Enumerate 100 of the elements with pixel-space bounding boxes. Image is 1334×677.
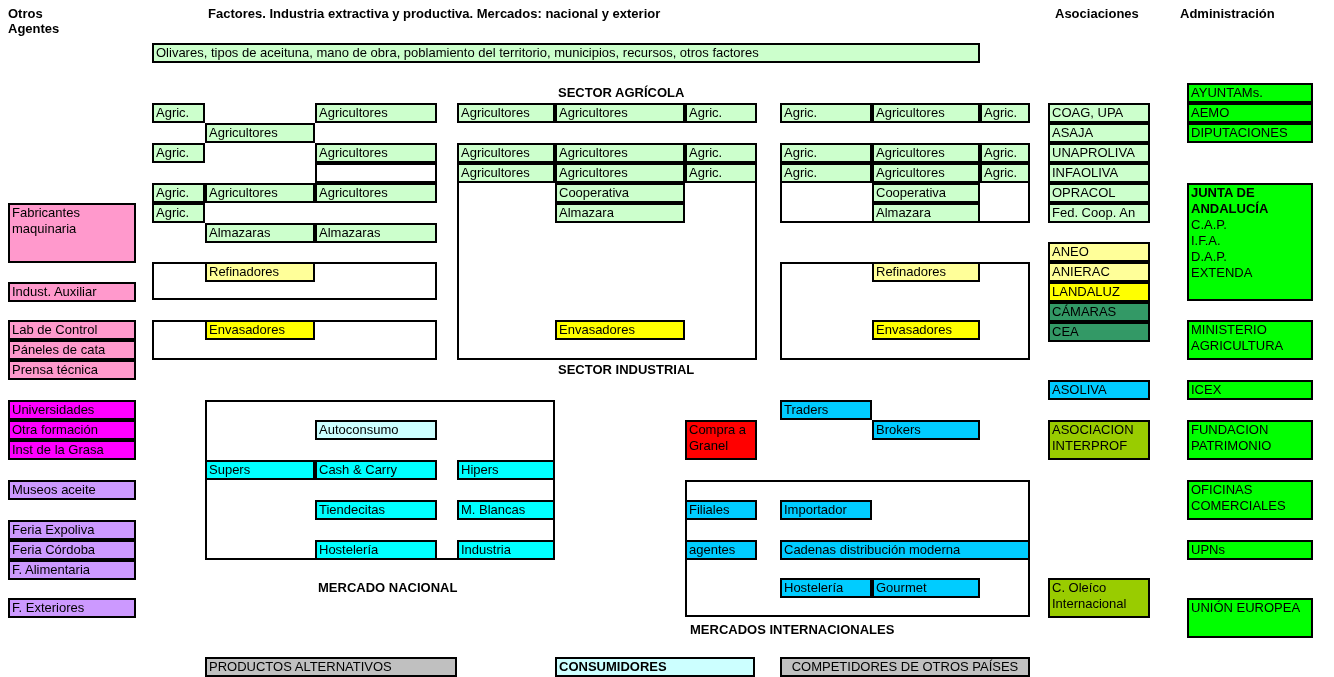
category-box: Otra formación bbox=[8, 420, 136, 440]
category-box: Agric. bbox=[780, 103, 872, 123]
category-box: Feria Expoliva bbox=[8, 520, 136, 540]
category-box: Inst de la Grasa bbox=[8, 440, 136, 460]
category-box: Envasadores bbox=[205, 320, 315, 340]
category-box: CONSUMIDORES bbox=[555, 657, 755, 677]
category-box: ANIERAC bbox=[1048, 262, 1150, 282]
category-box: M. Blancas bbox=[457, 500, 555, 520]
category-box: OPRACOL bbox=[1048, 183, 1150, 203]
category-box: Agric. bbox=[980, 103, 1030, 123]
category-box: UPNs bbox=[1187, 540, 1313, 560]
category-box: Agricultores bbox=[457, 103, 555, 123]
box-text: D.A.P. bbox=[1191, 249, 1228, 265]
category-box: Envasadores bbox=[872, 320, 980, 340]
category-box: F. Alimentaria bbox=[8, 560, 136, 580]
category-box: AEMO bbox=[1187, 103, 1313, 123]
category-box: Almazaras bbox=[205, 223, 315, 243]
category-box: DIPUTACIONES bbox=[1187, 123, 1313, 143]
category-box: Hostelería bbox=[780, 578, 872, 598]
column-heading: Asociaciones bbox=[1055, 6, 1139, 21]
category-box: Fabricantes maquinaria bbox=[8, 203, 136, 263]
category-box: Museos aceite bbox=[8, 480, 136, 500]
category-box: Agric. bbox=[780, 143, 872, 163]
category-box: FUNDACION PATRIMONIO bbox=[1187, 420, 1313, 460]
category-box: LANDALUZ bbox=[1048, 282, 1150, 302]
category-box: UNIÓN EUROPEA bbox=[1187, 598, 1313, 638]
section-title: SECTOR AGRÍCOLA bbox=[558, 85, 685, 100]
category-box: Agricultores bbox=[457, 163, 555, 183]
category-box: Agric. bbox=[980, 163, 1030, 183]
category-box: Gourmet bbox=[872, 578, 980, 598]
category-box: Agric. bbox=[980, 143, 1030, 163]
category-box: CEA bbox=[1048, 322, 1150, 342]
category-box: Agricultores bbox=[872, 143, 980, 163]
category-box: CÁMARAS bbox=[1048, 302, 1150, 322]
category-box: COAG, UPA bbox=[1048, 103, 1150, 123]
category-box: Agricultores bbox=[315, 103, 437, 123]
category-box: Agricultores bbox=[205, 123, 315, 143]
box-text: C.A.P. bbox=[1191, 217, 1228, 233]
category-box: ASOLIVA bbox=[1048, 380, 1150, 400]
box-text: EXTENDA bbox=[1191, 265, 1254, 281]
category-box: ICEX bbox=[1187, 380, 1313, 400]
category-box: Prensa técnica bbox=[8, 360, 136, 380]
category-box: Agricultores bbox=[555, 163, 685, 183]
category-box: UNAPROLIVA bbox=[1048, 143, 1150, 163]
category-box: Agric. bbox=[152, 203, 205, 223]
category-box: Agric. bbox=[685, 103, 757, 123]
category-box: Agricultores bbox=[872, 163, 980, 183]
category-box: Agricultores bbox=[315, 183, 437, 203]
category-box: Refinadores bbox=[205, 262, 315, 282]
column-heading: Otros Agentes bbox=[8, 6, 61, 36]
category-box: Refinadores bbox=[872, 262, 980, 282]
category-box: Fed. Coop. An bbox=[1048, 203, 1150, 223]
category-box: Agricultores bbox=[555, 103, 685, 123]
category-box: Agric. bbox=[152, 143, 205, 163]
category-box: F. Exteriores bbox=[8, 598, 136, 618]
category-box: Almazaras bbox=[315, 223, 437, 243]
section-title: MERCADOS INTERNACIONALES bbox=[690, 622, 895, 637]
category-box: ASOCIACION INTERPROF bbox=[1048, 420, 1150, 460]
category-box: Tiendecitas bbox=[315, 500, 437, 520]
category-box: COMPETIDORES DE OTROS PAÍSES bbox=[780, 657, 1030, 677]
category-box: Universidades bbox=[8, 400, 136, 420]
column-heading: Administración bbox=[1180, 6, 1275, 21]
section-title: SECTOR INDUSTRIAL bbox=[558, 362, 695, 377]
category-box: Filiales bbox=[685, 500, 757, 520]
category-box: Agricultores bbox=[457, 143, 555, 163]
category-box: Agricultores bbox=[315, 143, 437, 163]
category-box: Industria bbox=[457, 540, 555, 560]
category-box: Indust. Auxiliar bbox=[8, 282, 136, 302]
category-box: Agricultores bbox=[555, 143, 685, 163]
category-box: Agric. bbox=[780, 163, 872, 183]
category-box: Lab de Control bbox=[8, 320, 136, 340]
category-box: MINISTERIO AGRICULTURA bbox=[1187, 320, 1313, 360]
category-box: Almazara bbox=[555, 203, 685, 223]
category-box: Agric. bbox=[152, 183, 205, 203]
category-box: AYUNTAMs. bbox=[1187, 83, 1313, 103]
category-box: PRODUCTOS ALTERNATIVOS bbox=[205, 657, 457, 677]
category-box: Hostelería bbox=[315, 540, 437, 560]
category-box: Almazara bbox=[872, 203, 980, 223]
category-box: INFAOLIVA bbox=[1048, 163, 1150, 183]
box-text: I.F.A. bbox=[1191, 233, 1222, 249]
category-box: Agricultores bbox=[205, 183, 315, 203]
category-box: OFICINAS COMERCIALES bbox=[1187, 480, 1313, 520]
category-box: Autoconsumo bbox=[315, 420, 437, 440]
category-box: Supers bbox=[205, 460, 315, 480]
category-box: Páneles de cata bbox=[8, 340, 136, 360]
category-box: ANEO bbox=[1048, 242, 1150, 262]
category-box: Hipers bbox=[457, 460, 555, 480]
category-box: Cadenas distribución moderna bbox=[780, 540, 1030, 560]
category-box: Agric. bbox=[152, 103, 205, 123]
box-heading: JUNTA DE ANDALUCÍA bbox=[1191, 185, 1270, 217]
category-box: agentes bbox=[685, 540, 757, 560]
category-box: C. Oleíco Internacional bbox=[1048, 578, 1150, 618]
category-box: Cooperativa bbox=[555, 183, 685, 203]
category-box: Traders bbox=[780, 400, 872, 420]
category-box: Olivares, tipos de aceituna, mano de obra, poblamiento del territorio, municipios, recursos, otros factores bbox=[152, 43, 980, 63]
section-title: MERCADO NACIONAL bbox=[318, 580, 458, 595]
category-box: Feria Córdoba bbox=[8, 540, 136, 560]
category-box: Cash & Carry bbox=[315, 460, 437, 480]
category-box: Cooperativa bbox=[872, 183, 980, 203]
category-box: Importador bbox=[780, 500, 872, 520]
